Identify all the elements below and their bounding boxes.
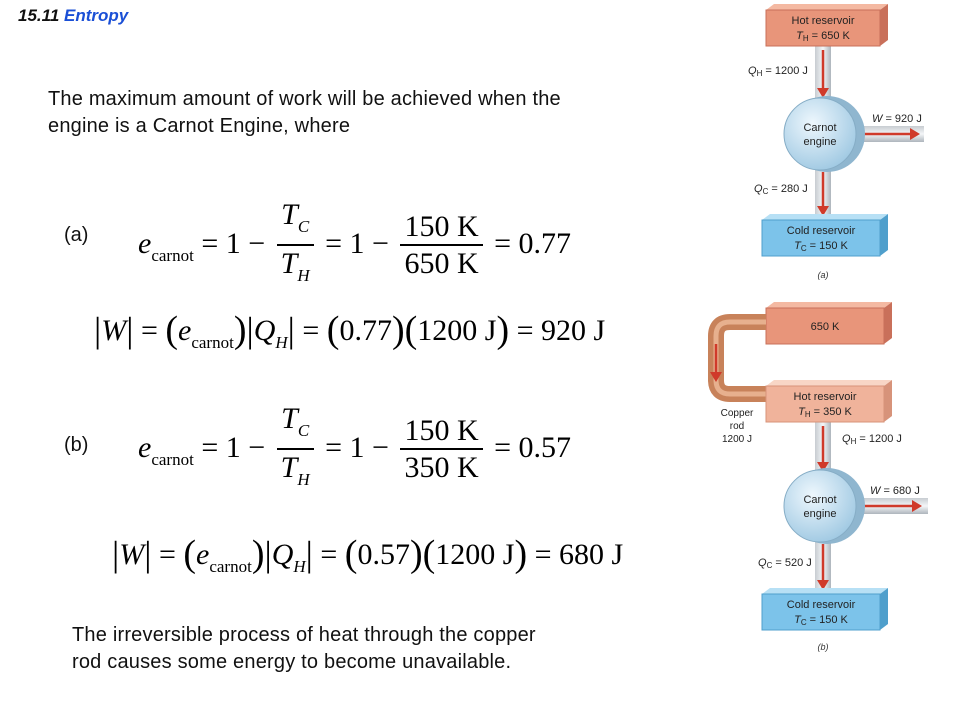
hot-reservoir-title: Hot reservoir	[794, 391, 857, 403]
work-label: W = 680 J	[870, 485, 920, 497]
eq-symbol: e	[196, 538, 210, 571]
conclusion-line: The irreversible process of heat through…	[72, 624, 536, 646]
eq-subscript: H	[297, 470, 310, 489]
figure-a-caption: (a)	[818, 270, 829, 280]
eq-value: 1200 J	[417, 314, 497, 347]
eq-subscript: C	[297, 217, 310, 236]
eq-operator: = 1 −	[201, 430, 266, 464]
qh-label: QH = 1200 J	[842, 433, 902, 446]
eq-value: 1200 J	[435, 538, 515, 571]
eq-operator: =	[158, 538, 176, 571]
eq-result: = 680 J	[534, 538, 624, 571]
engine-label: Carnot	[803, 122, 836, 134]
eq-symbol: T	[280, 247, 298, 280]
eq-subscript: carnot	[209, 557, 252, 576]
eq-symbol: T	[280, 451, 298, 484]
eq-subscript: carnot	[151, 449, 194, 469]
part-a-efficiency-equation: ecarnot = 1 − TC TH = 1 − 150 K 650 K = …	[138, 198, 571, 294]
top-reservoir-box	[765, 302, 892, 345]
eq-symbol: W	[101, 314, 127, 347]
eq-operator: =	[320, 538, 338, 571]
numeric-ratio: 150 K 350 K	[400, 414, 483, 486]
cold-reservoir-box	[761, 214, 888, 257]
cold-reservoir-temp: TC = 150 K	[794, 240, 848, 253]
intro-paragraph: The maximum amount of work will be achie…	[48, 86, 561, 140]
eq-denominator: 350 K	[404, 451, 479, 484]
eq-symbol: Q	[271, 538, 294, 571]
figure-b-carnot-diagram: 650 K Copper rod 1200 J Hot reservoir TH…	[708, 302, 928, 652]
top-reservoir-temp: 650 K	[811, 321, 840, 333]
engine-label: engine	[803, 136, 836, 148]
hot-reservoir-temp: TH = 350 K	[798, 406, 852, 419]
hot-reservoir-box	[765, 4, 888, 47]
eq-value: 0.77	[339, 314, 392, 347]
eq-symbol: Q	[253, 314, 276, 347]
carnot-engine	[783, 97, 857, 171]
hot-reservoir-box	[765, 380, 892, 423]
eq-operator: = 1 −	[201, 226, 266, 260]
eq-numerator: 150 K	[400, 210, 483, 246]
hot-reservoir-title: Hot reservoir	[792, 15, 855, 27]
hot-reservoir-temp: TH = 650 K	[796, 30, 850, 43]
temperature-ratio: TC TH	[276, 198, 314, 294]
copper-rod	[708, 314, 766, 402]
eq-subscript: carnot	[191, 333, 234, 352]
eq-symbol: T	[281, 198, 298, 231]
figure-a-carnot-diagram: Hot reservoir TH = 650 K QH = 1200 J W =…	[748, 4, 924, 280]
slide-title: 15.11 Entropy	[18, 6, 128, 26]
rod-label: rod	[730, 421, 744, 432]
eq-subscript: H	[297, 266, 310, 285]
part-a-work-equation: |W| = (ecarnot)|QH| = (0.77)(1200 J) = 9…	[94, 309, 606, 352]
cold-reservoir-temp: TC = 150 K	[794, 614, 848, 627]
section-number: 15.11	[18, 6, 60, 25]
cold-reservoir-title: Cold reservoir	[787, 225, 856, 237]
qc-label: QC = 520 J	[758, 557, 812, 570]
section-name: Entropy	[64, 6, 129, 25]
part-b-label: (b)	[64, 434, 89, 456]
qh-label: QH = 1200 J	[748, 65, 808, 78]
eq-result: = 0.77	[494, 226, 572, 260]
eq-symbol: e	[178, 314, 192, 347]
rod-label: Copper	[721, 408, 754, 419]
eq-symbol: e	[138, 430, 152, 464]
engine-label: Carnot	[803, 494, 836, 506]
eq-subscript: C	[297, 421, 310, 440]
part-a-label: (a)	[64, 224, 89, 246]
eq-symbol: W	[119, 538, 145, 571]
eq-numerator: 150 K	[400, 414, 483, 450]
eq-operator: = 1 −	[325, 430, 389, 464]
intro-line: The maximum amount of work will be achie…	[48, 88, 561, 110]
eq-operator: =	[140, 314, 158, 347]
conclusion-paragraph: The irreversible process of heat through…	[72, 622, 536, 676]
part-b-efficiency-equation: ecarnot = 1 − TC TH = 1 − 150 K 350 K = …	[138, 402, 571, 498]
work-label: W = 920 J	[872, 113, 922, 125]
eq-operator: = 1 −	[325, 226, 389, 260]
cold-reservoir-box	[761, 588, 888, 631]
eq-symbol: T	[281, 402, 298, 435]
eq-result: = 920 J	[516, 314, 606, 347]
eq-subscript: carnot	[151, 245, 194, 265]
eq-operator: =	[302, 314, 320, 347]
eq-symbol: e	[138, 226, 152, 260]
eq-subscript: H	[293, 557, 306, 576]
eq-denominator: 650 K	[404, 247, 479, 280]
eq-value: 0.57	[357, 538, 410, 571]
numeric-ratio: 150 K 650 K	[400, 210, 483, 282]
rod-heat-value: 1200 J	[722, 434, 752, 445]
carnot-engine	[783, 469, 857, 543]
part-b-work-equation: |W| = (ecarnot)|QH| = (0.57)(1200 J) = 6…	[112, 533, 624, 576]
figure-b-caption: (b)	[818, 642, 829, 652]
eq-result: = 0.57	[494, 430, 572, 464]
conclusion-line: rod causes some energy to become unavail…	[72, 651, 512, 673]
eq-subscript: H	[275, 333, 288, 352]
qc-label: QC = 280 J	[754, 183, 808, 196]
cold-reservoir-title: Cold reservoir	[787, 599, 856, 611]
intro-line: engine is a Carnot Engine, where	[48, 115, 351, 137]
temperature-ratio: TC TH	[276, 402, 314, 498]
engine-label: engine	[803, 508, 836, 520]
